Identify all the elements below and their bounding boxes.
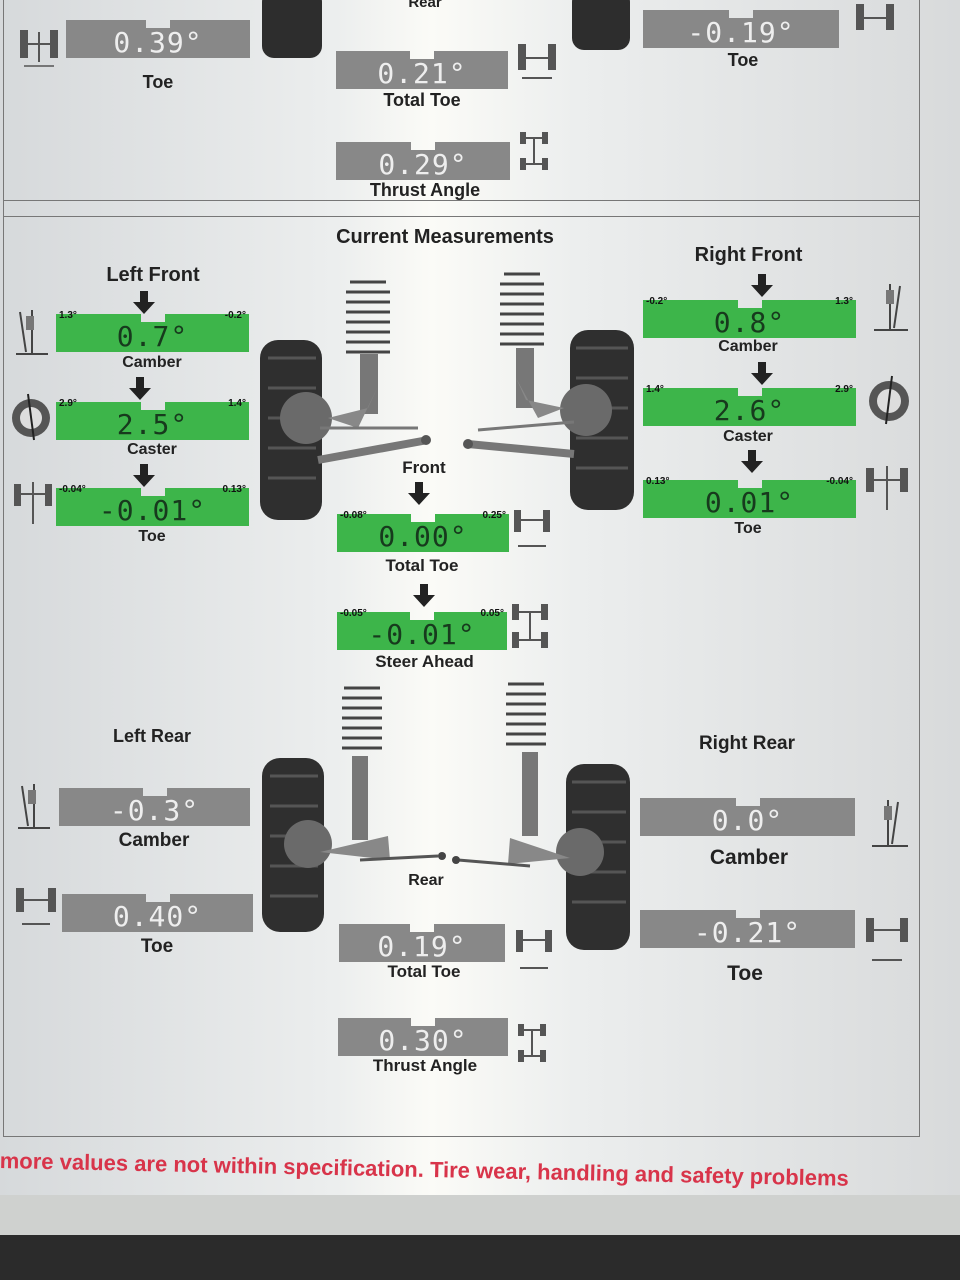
left-front-caster-label: Caster	[127, 441, 177, 458]
total-toe-diagram-icon	[516, 930, 552, 969]
rear-thrust-angle-label: Thrust Angle	[372, 1056, 478, 1075]
before-right-toe-label: Toe	[727, 50, 759, 70]
right-rear-title: Right Rear	[698, 733, 796, 754]
steer-ahead-label: Steer Ahead	[375, 652, 474, 671]
camber-diagram-icon	[16, 310, 48, 355]
right-front-camber-meter: -0.2° 1.3° 0.8°	[643, 294, 856, 338]
left-front-caster-meter: 2.9° 1.4° 2.5°	[56, 396, 249, 440]
rear-thrust-angle-meter: 0.30°	[338, 1012, 508, 1056]
camber-diagram-icon	[18, 784, 50, 829]
warning-text: more values are not within specification…	[0, 1148, 850, 1191]
tire-icon	[572, 0, 630, 50]
right-rear-toe-meter: -0.21°	[640, 904, 855, 948]
left-rear-camber-label: Camber	[118, 830, 190, 851]
before-section-frame	[3, 0, 920, 217]
left-front-toe-meter: -0.04° 0.13° -0.01°	[56, 482, 249, 526]
right-rear-camber-label: Camber	[709, 846, 789, 869]
background-dark-surface	[0, 1235, 960, 1280]
front-label: Front	[402, 458, 446, 477]
right-rear-camber-meter: 0.0°	[640, 792, 855, 836]
thrust-angle-diagram-icon	[520, 132, 548, 170]
rear-label: Rear	[408, 872, 444, 889]
left-front-camber-meter: 1.3° -0.2° 0.7°	[56, 308, 249, 352]
before-left-toe-label: Toe	[142, 72, 174, 92]
left-rear-camber-meter: -0.3°	[59, 782, 250, 826]
right-front-toe-label: Toe	[734, 520, 762, 537]
toe-diagram-icon	[14, 482, 52, 524]
caster-diagram-icon	[12, 393, 50, 441]
rear-total-toe-label: Total Toe	[387, 962, 461, 981]
right-front-caster-meter: 1.4° 2.9° 2.6°	[643, 382, 856, 426]
before-total-toe-label: Total Toe	[383, 90, 461, 110]
before-thrust-angle-label: Thrust Angle	[369, 180, 481, 200]
current-title: Current Measurements	[336, 226, 554, 248]
current-section-frame	[3, 200, 920, 1137]
toe-diagram-icon	[16, 888, 56, 925]
steer-ahead-diagram-icon	[512, 604, 548, 648]
rear-total-toe-meter: 0.19°	[339, 918, 505, 962]
left-rear-toe-label: Toe	[140, 936, 174, 957]
right-rear-toe-label: Toe	[727, 962, 763, 985]
front-total-toe-label: Total Toe	[385, 556, 459, 575]
before-right-toe-meter: -0.19°	[643, 4, 839, 48]
rear-suspension-illustration	[262, 682, 630, 950]
caster-diagram-icon	[869, 375, 909, 425]
thrust-angle-diagram-icon	[518, 1024, 546, 1062]
before-rear-label: Rear	[408, 0, 442, 11]
right-front-camber-label: Camber	[718, 338, 778, 355]
left-front-title: Left Front	[106, 264, 200, 286]
right-front-title: Right Front	[694, 244, 803, 266]
total-toe-diagram-icon	[514, 510, 550, 547]
camber-diagram-icon	[872, 800, 908, 847]
before-total-toe-meter: 0.21°	[336, 45, 508, 89]
front-total-toe-meter: -0.08° 0.25° 0.00°	[337, 508, 509, 552]
out-of-spec-warning: more values are not within specification…	[0, 1140, 960, 1240]
toe-diagram-icon	[866, 918, 908, 961]
total-toe-diagram-icon	[518, 44, 556, 79]
before-left-toe-meter: 0.39°	[66, 14, 250, 58]
steer-ahead-meter: -0.05° 0.05° -0.01°	[337, 606, 507, 650]
before-thrust-angle-meter: 0.29°	[336, 136, 510, 180]
right-front-caster-label: Caster	[723, 428, 773, 445]
front-suspension-illustration	[260, 272, 634, 520]
toe-diagram-icon	[20, 30, 58, 67]
left-front-toe-label: Toe	[138, 528, 166, 545]
left-front-camber-label: Camber	[122, 354, 182, 371]
tire-icon	[262, 0, 322, 58]
left-rear-title: Left Rear	[112, 726, 192, 746]
toe-diagram-icon	[856, 4, 894, 30]
camber-diagram-icon	[874, 284, 908, 331]
toe-diagram-icon	[866, 466, 908, 510]
left-rear-toe-meter: 0.40°	[62, 888, 253, 932]
right-front-toe-meter: 0.13° -0.04° 0.01°	[643, 474, 856, 518]
